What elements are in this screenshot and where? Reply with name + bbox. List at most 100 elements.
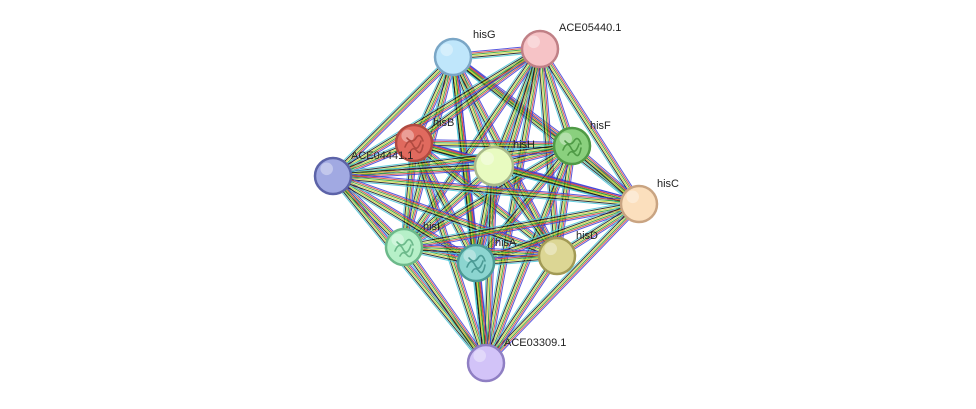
edge-strand <box>486 204 640 364</box>
edge-strand <box>483 48 539 363</box>
edge-strand <box>334 58 455 178</box>
edge-strand <box>333 173 640 203</box>
node-hisc[interactable] <box>619 184 659 224</box>
edge-strand <box>403 201 639 246</box>
node-hisi[interactable] <box>384 227 424 267</box>
protein-structure-icon <box>394 238 414 258</box>
edge-strand <box>454 53 575 144</box>
edge-strand <box>401 247 485 365</box>
edge-strand <box>453 54 574 145</box>
node-label: hisA <box>495 237 517 249</box>
node-hisf[interactable] <box>552 126 592 166</box>
edge-strand <box>541 47 642 204</box>
edge-strand <box>333 173 558 255</box>
edge-strand <box>494 163 640 203</box>
edge-strand <box>400 248 484 366</box>
edge-strand <box>485 203 639 363</box>
node-label: ACE05440.1 <box>559 22 621 34</box>
edge-strand <box>332 47 540 176</box>
node-hisg[interactable] <box>433 37 473 77</box>
edge-strand <box>329 177 484 366</box>
protein-structure-icon <box>466 254 486 274</box>
edge-strand <box>333 172 640 202</box>
node-hish[interactable] <box>473 145 515 187</box>
edge-strand <box>333 49 541 178</box>
edge-ACE05440.1-ACE03309.1 <box>482 48 544 364</box>
protein-structure-icon <box>404 134 424 154</box>
edge-strand <box>416 141 480 262</box>
edge-strand <box>486 256 558 364</box>
edge-strand <box>403 200 639 245</box>
edge-strand <box>536 50 637 207</box>
protein-structure-icon <box>562 137 582 157</box>
edge-strand <box>404 246 487 363</box>
node-hisa[interactable] <box>456 243 496 283</box>
edge-strand <box>331 55 452 175</box>
node-ace05440-1[interactable] <box>520 29 560 69</box>
edge-strand <box>487 205 641 365</box>
node-label: hisF <box>590 120 611 132</box>
edge-hisD-ACE03309.1 <box>482 253 561 366</box>
edge-strand <box>331 178 556 260</box>
edge-strand <box>488 206 642 366</box>
edge-strand <box>538 49 639 205</box>
edge-strand <box>403 247 486 364</box>
node-ace04441-1[interactable] <box>313 156 353 196</box>
node-label: hisB <box>433 117 454 129</box>
edge-strand <box>415 51 543 147</box>
node-ace03309-1[interactable] <box>466 343 506 383</box>
edge-strand <box>485 255 557 363</box>
edge-strand <box>334 172 559 254</box>
edge-strand <box>405 245 489 363</box>
node-label: ACE04441.1 <box>351 150 413 162</box>
edge-strand <box>332 177 557 259</box>
node-label: hisD <box>576 230 598 242</box>
edge-strand <box>332 176 639 206</box>
edge-strand <box>330 45 539 174</box>
edge-strand <box>542 46 643 203</box>
edge-strand <box>406 168 497 250</box>
edge-strand <box>404 205 640 250</box>
edge-strand <box>332 163 494 175</box>
edge-strand <box>488 257 561 366</box>
edge-strand <box>488 49 544 364</box>
node-hisb[interactable] <box>394 123 434 163</box>
edge-strand <box>332 143 572 175</box>
edge-strand <box>482 253 555 362</box>
node-label: hisC <box>657 178 679 190</box>
node-label: ACE03309.1 <box>504 337 566 349</box>
edge-strand <box>332 178 639 208</box>
edge-strand <box>332 162 494 174</box>
edge-layer <box>329 45 643 366</box>
edge-strand <box>330 177 485 365</box>
edge-strand <box>405 167 496 249</box>
edge-strand <box>403 202 639 247</box>
edge-strand <box>405 49 543 249</box>
edge-strand <box>330 54 451 174</box>
edge-strand <box>474 200 638 261</box>
edge-strand <box>412 143 476 264</box>
edge-strand <box>414 50 542 146</box>
edge-strand <box>484 202 638 362</box>
edge-strand <box>333 174 640 204</box>
edge-hisC-ACE03309.1 <box>483 201 642 366</box>
edge-strand <box>333 50 542 179</box>
edge-strand <box>484 48 540 363</box>
edge-strand <box>406 244 490 362</box>
edge-hisG-hisF <box>450 53 575 150</box>
edge-ACE04441.1-hisC <box>332 172 640 208</box>
node-layer <box>313 29 659 383</box>
edge-strand <box>414 139 573 144</box>
edge-strand <box>333 57 454 177</box>
edge-strand <box>332 164 494 176</box>
edge-strand <box>331 46 540 175</box>
edge-strand <box>406 50 544 250</box>
edge-strand <box>332 177 639 207</box>
edge-strand <box>414 141 573 146</box>
edge-strand <box>487 49 543 364</box>
edge-strand <box>540 48 641 204</box>
node-hisd[interactable] <box>537 236 577 276</box>
edge-strand <box>333 174 558 256</box>
